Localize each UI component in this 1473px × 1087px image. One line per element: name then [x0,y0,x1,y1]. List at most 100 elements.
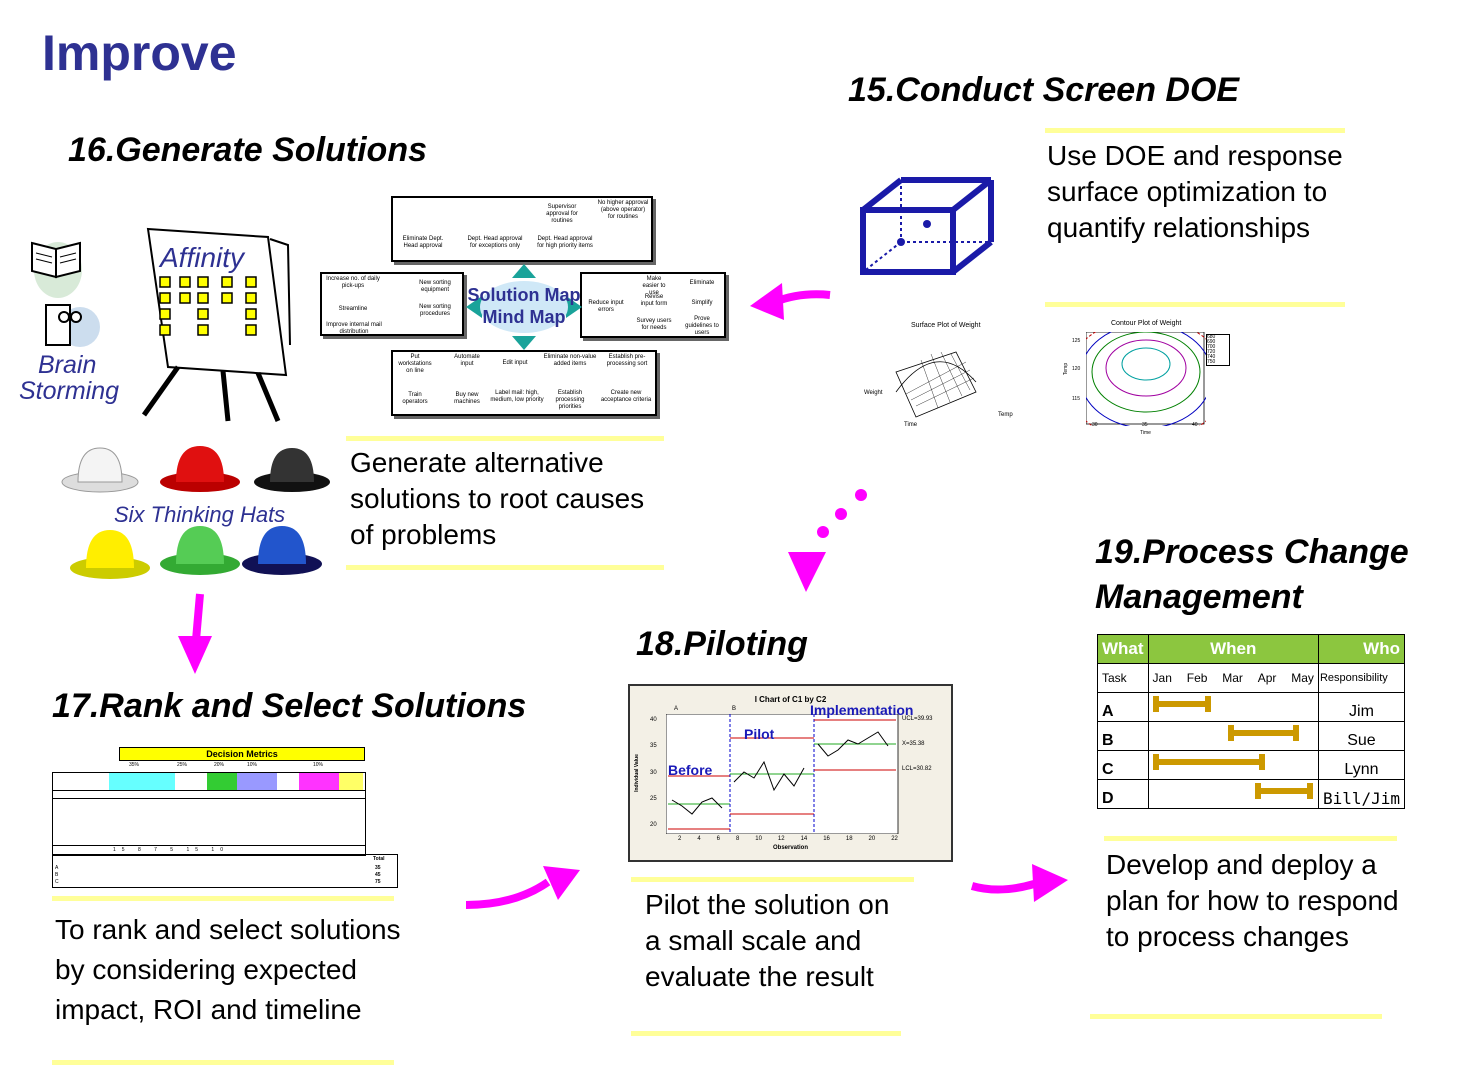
mindmap-node: Reduce input errors [588,300,624,313]
plan-gantt-cell [1147,750,1319,780]
surface-plot-graphic [895,351,977,418]
page-title: Improve [42,25,237,81]
xtick: 6 [716,836,720,842]
metric-color-cell [339,773,363,790]
option-total: 35 [375,865,381,871]
contour-legend-item: 740 [1207,354,1216,360]
arrow-icon [970,864,1068,902]
gantt-bar [1227,725,1300,741]
metric-percent: 10% [247,762,258,768]
ytick: 30 [650,770,657,776]
black-hat-icon [254,448,330,492]
control-limit: LCL=30.82 [902,766,932,772]
ichart-xlabel: Observation [772,845,808,851]
xtick: 8 [735,836,740,842]
plan-header-what: What [1097,634,1149,664]
six-hats-illustration [61,446,330,579]
arrow-icon [178,593,212,674]
plan-task: A [1097,692,1149,722]
mindmap-node: Put workstations on line [398,354,432,374]
ytick: 25 [650,796,657,802]
plan-who: Bill/Jim [1317,779,1406,809]
i-chart-panel: I Chart of C1 by C2 A B Implementation P… [628,684,953,862]
mindmap-node: Create new acceptance criteria [600,390,652,403]
metric-color-cell [207,773,237,790]
xtick: 14 [800,836,808,842]
mindmap-left-box: Increase no. of daily pick-ups New sorti… [320,272,464,336]
mindmap-node: Edit input [502,360,528,366]
contour-legend-item: 680 [1207,334,1216,340]
contour-xlabel: Time [1140,430,1151,436]
decision-metrics-grid: 15 8 7 5 15 10 [52,772,366,856]
gantt-bar-cap [1205,696,1212,712]
underline-bar [631,877,914,882]
mindmap-center-line2: Mind Map [482,307,566,327]
grid-line [53,845,365,846]
contour-plot-title: Contour Plot of Weight [1111,320,1182,327]
contour-xtick: 35 [1142,422,1148,428]
plan-header-when: When [1147,634,1319,664]
annotation-before: Before [668,762,713,778]
yellow-hat-icon [70,530,150,579]
contour-legend-item: 720 [1207,349,1216,355]
plan-task: D [1097,779,1149,809]
gantt-bar [1254,783,1313,799]
step-19-title-line2: Management [1095,578,1303,616]
plan-row: A Jim [1097,692,1406,722]
mindmap-node: Train operators [402,392,428,405]
ytick: 20 [650,822,657,828]
plan-row: C Lynn [1097,750,1406,780]
mindmap-right-box: Reduce input errors Make easier to use R… [580,272,726,338]
contour-xtick: 40 [1192,422,1198,428]
annotation-pilot: Pilot [744,726,775,742]
storming-label: Storming [19,377,120,405]
total-label: Total [373,856,385,862]
mindmap-node: Increase no. of daily pick-ups [326,276,380,289]
xtick: 20 [868,836,876,842]
brain-label: Brain [38,351,97,379]
surface-plot-title: Surface Plot of Weight [911,322,981,329]
underline-bar [52,896,394,901]
gantt-bar [1153,696,1212,712]
control-limit: UCL=39.93 [902,716,933,722]
step-19-desc: Develop and deploy a plan for how to res… [1106,849,1399,952]
metric-percent: 35% [129,762,140,768]
blue-hat-icon [242,526,322,575]
gantt-bar-cap [1153,696,1160,712]
contour-plot-graphic [1086,332,1206,426]
mindmap-node: New sorting equipment [419,280,451,293]
mindmap-node: Establish processing priorities [555,390,585,410]
month-label: Apr [1257,671,1277,685]
mindmap-node: Automate input [454,354,480,367]
metric-color-cell [299,773,339,790]
xticks: 2 4 6 8 10 12 14 16 18 20 22 [678,836,898,842]
contour-legend-item: 700 [1207,344,1216,350]
green-hat-icon [160,526,240,575]
plan-gantt-cell [1147,779,1319,809]
underline-bar [1090,1014,1382,1019]
underline-bar [346,436,664,441]
mindmap-node: Establish pre-processing sort [606,354,648,367]
easel-icon [141,227,291,422]
xtick: 12 [777,836,785,842]
mindmap-node: Eliminate non-value added items [543,354,597,367]
gantt-bar-cap [1259,754,1266,770]
mindmap-node: Streamline [338,306,368,312]
metric-scores: 15 8 7 5 15 10 [113,847,229,853]
affinity-label: Affinity [160,242,245,273]
xtick: 16 [823,836,830,842]
step-16-title: 16.Generate Solutions [68,131,427,169]
mindmap-node: No higher approval (above operator) for … [597,200,649,220]
metric-score: 5 [170,847,180,853]
contour-ytick: 125 [1072,338,1081,344]
gantt-bar-cap [1293,725,1300,741]
xtick: 2 [678,836,682,842]
contour-ytick: 115 [1072,396,1080,402]
grid-line [53,790,365,791]
gantt-bar-cap [1306,783,1313,799]
book-icon [31,241,82,298]
surface-plot: Surface Plot of Weight Weight Time Temp [864,314,1031,434]
plan-header-row: What When Who [1097,634,1406,664]
plan-who: Jim [1317,692,1406,722]
arrow-icon [750,283,831,320]
